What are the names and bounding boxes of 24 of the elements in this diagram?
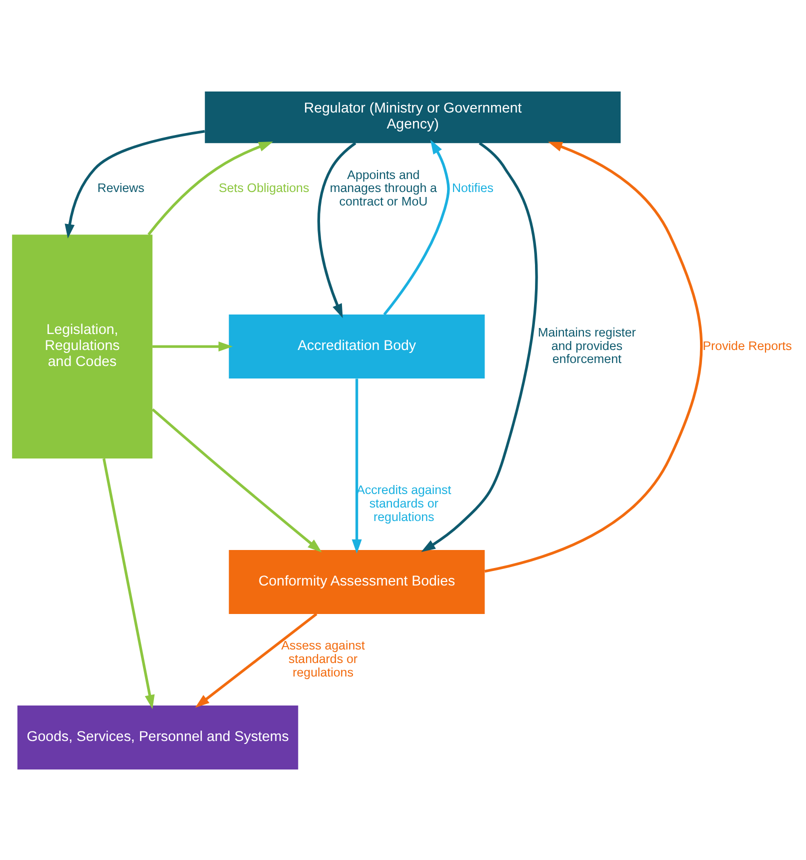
edge-label: Assess against standards or regulations (281, 638, 365, 679)
edge-label: Accredits against standards or regulations (356, 482, 452, 524)
node-box: Goods, Services, Personnel and Systems (17, 704, 298, 769)
arrow (383, 139, 450, 315)
edge-label: Sets Obligations (218, 180, 310, 195)
edge-label: Provide Reports (702, 338, 792, 352)
node-box: Regulator (Ministry or Government Agency) (204, 91, 621, 143)
arrow (421, 142, 538, 552)
edge-label: Reviews (97, 180, 144, 195)
arrow (64, 130, 205, 238)
arrow (352, 378, 362, 554)
arrow (317, 142, 356, 318)
node-box: Accreditation Body (228, 314, 485, 378)
arrow (484, 141, 703, 572)
edge-label: Notifies (452, 180, 494, 195)
arrow (152, 341, 233, 352)
arrow (152, 408, 322, 552)
arrow (102, 458, 155, 709)
node-box: Conformity Assessment Bodies (228, 550, 485, 614)
arrow (195, 612, 318, 708)
edge-label: Appoints and manages through a contract or MoU (330, 167, 437, 208)
edge-label: Maintains register and provides enforcement (538, 325, 636, 366)
node-box: Legislation, Regulations and Codes (12, 234, 152, 458)
arrow (148, 141, 274, 235)
